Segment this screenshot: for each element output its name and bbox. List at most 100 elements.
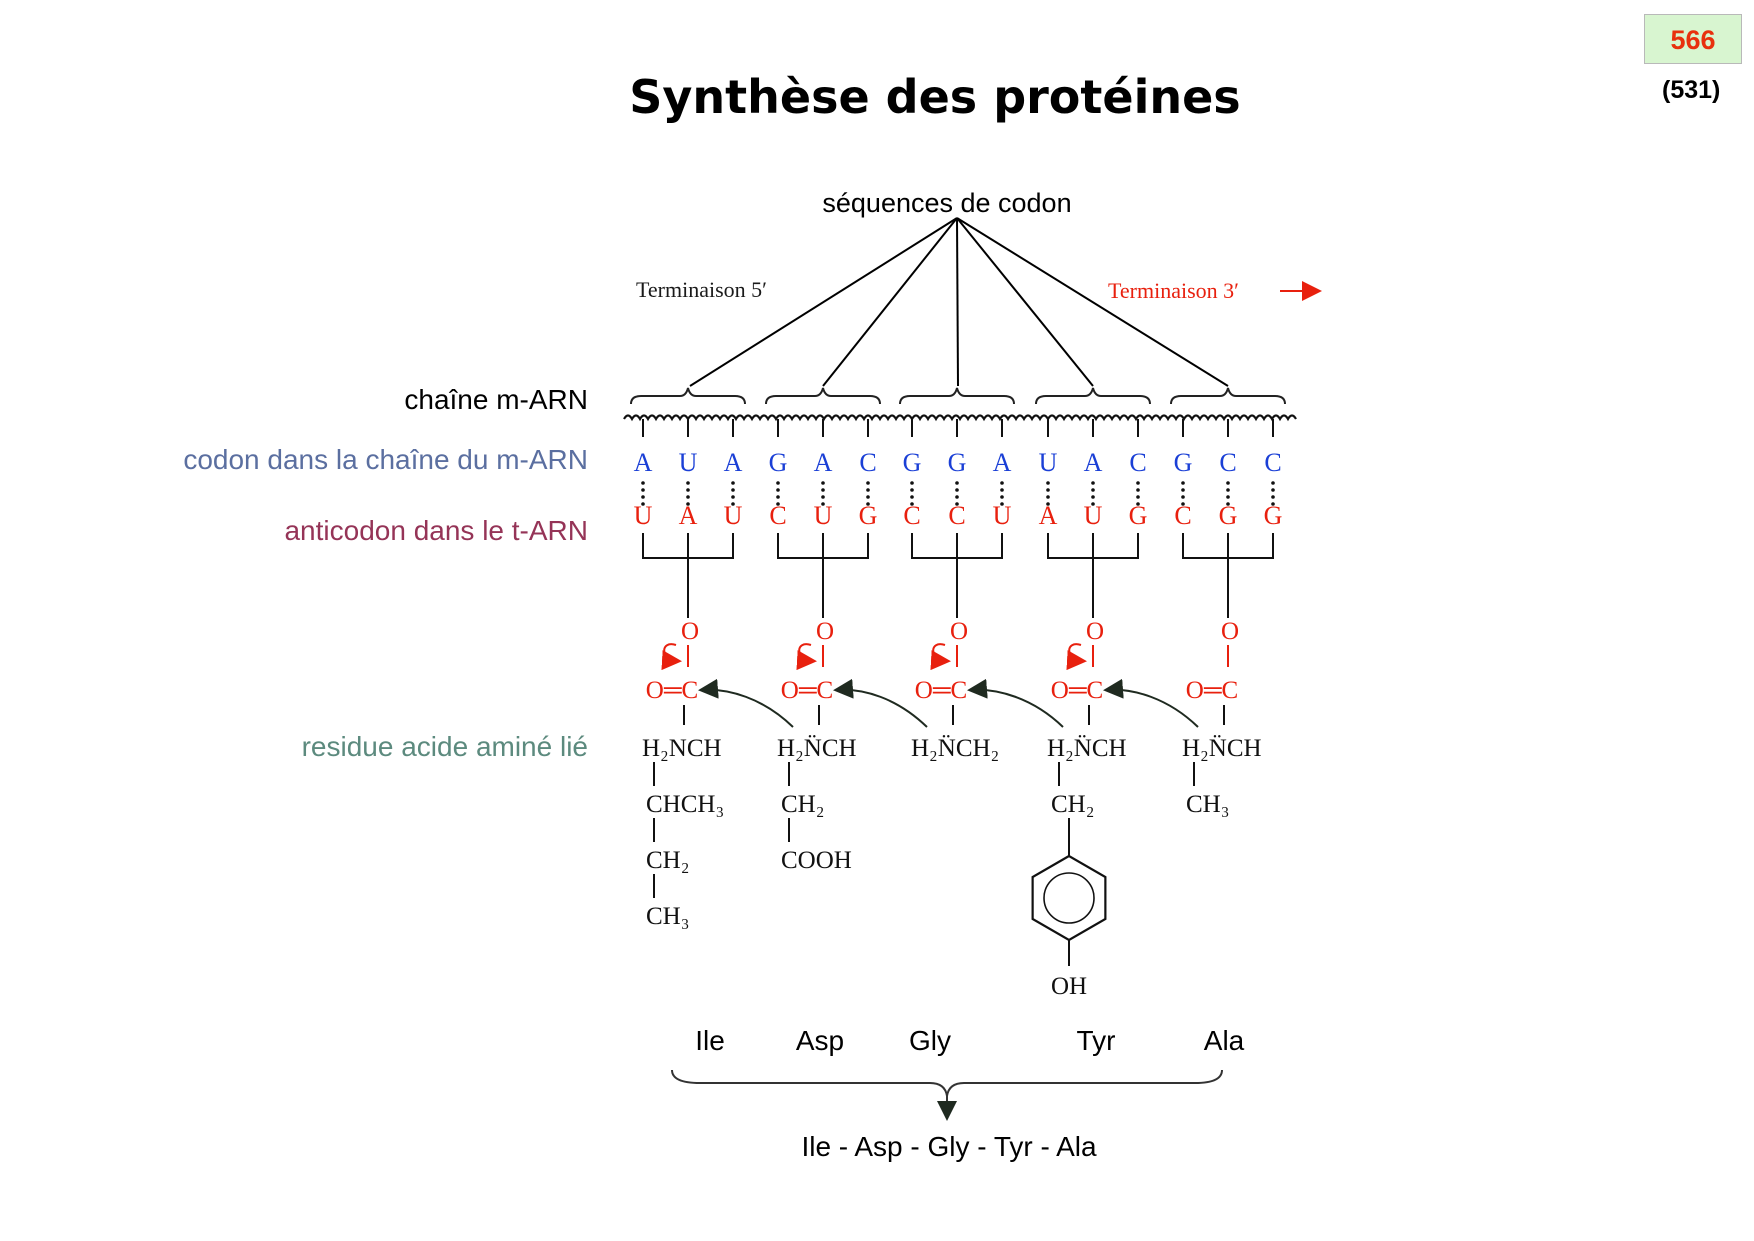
pairing-dot	[1091, 502, 1095, 506]
pairing-dot	[686, 495, 690, 499]
anticodon-base: U	[993, 501, 1012, 530]
codon-base: A	[724, 448, 743, 477]
codon-base: A	[814, 448, 833, 477]
pairing-dot	[731, 495, 735, 499]
pairing-dot	[1046, 488, 1050, 492]
amino-acid-name: Tyr	[1077, 1025, 1116, 1056]
amino-residue-label: residue acide aminé lié	[301, 731, 588, 762]
pairing-dot	[1226, 502, 1230, 506]
side-chain-group: COOH	[781, 847, 852, 874]
amino-acid-name: Ala	[1204, 1025, 1245, 1056]
curved-electron-arrow	[930, 643, 951, 671]
codon-base: G	[903, 448, 922, 477]
codon-base: C	[1264, 448, 1281, 477]
pairing-dot	[731, 488, 735, 492]
codon-base: A	[1084, 448, 1103, 477]
amine-group: H₂N̈CH	[1047, 734, 1127, 762]
pairing-dot	[910, 481, 914, 485]
codon-brace	[1035, 387, 1151, 405]
peptide-brace	[671, 1069, 1223, 1097]
pairing-dot	[776, 481, 780, 485]
codon-brace	[765, 387, 881, 405]
page-number-badge: 566	[1644, 14, 1742, 64]
peptide-bond-arrow	[833, 678, 928, 728]
pairing-dot	[1046, 495, 1050, 499]
pairing-dot	[1136, 502, 1140, 506]
curved-electron-arrow	[1066, 643, 1087, 671]
anticodon-base: A	[1039, 501, 1058, 530]
termination-5-label: Terminaison 5′	[636, 277, 767, 302]
mrna-backbone	[623, 414, 1297, 422]
amine-group: H₂N̈CH	[777, 734, 857, 762]
pairing-dot	[686, 502, 690, 506]
codon-base: C	[1129, 448, 1146, 477]
anticodon-base: C	[903, 501, 920, 530]
pairing-dot	[821, 495, 825, 499]
carbonyl-group: O═C	[781, 677, 833, 704]
pairing-dot	[1271, 502, 1275, 506]
anticodon-base: G	[1129, 501, 1148, 530]
side-chain-group: CHCH₃	[646, 791, 724, 818]
pairing-dot	[1271, 481, 1275, 485]
ester-oxygen: O	[950, 618, 968, 645]
pairing-dot	[686, 481, 690, 485]
amino-acid-name: Ile	[695, 1025, 725, 1056]
aromatic-circle	[1043, 872, 1095, 924]
pairing-dot	[955, 495, 959, 499]
carbonyl-group: O═C	[1186, 677, 1238, 704]
pairing-dot	[866, 502, 870, 506]
carbonyl-group: O═C	[1051, 677, 1103, 704]
codon-base: G	[769, 448, 788, 477]
pairing-dot	[821, 481, 825, 485]
pairing-dot	[1000, 481, 1004, 485]
pairing-dot	[821, 502, 825, 506]
pairing-dot	[1046, 502, 1050, 506]
amino-acid-name: Gly	[909, 1025, 951, 1056]
anticodon-base: C	[1174, 501, 1191, 530]
anticodon-base: U	[814, 501, 833, 530]
mrna-chain-label: chaîne m-ARN	[404, 384, 588, 415]
codon-base: U	[1039, 448, 1058, 477]
hydroxyl-group: OH	[1051, 973, 1087, 1000]
codon-base: A	[993, 448, 1012, 477]
pairing-dot	[1136, 481, 1140, 485]
pairing-dot	[686, 488, 690, 492]
ester-oxygen: O	[816, 618, 834, 645]
anticodon-base: U	[724, 501, 743, 530]
pairing-dot	[1181, 481, 1185, 485]
pairing-dot	[1091, 481, 1095, 485]
curved-electron-arrow	[796, 643, 817, 671]
side-chain-group: CH₃	[1186, 791, 1229, 818]
codon-base: G	[1174, 448, 1193, 477]
pairing-dot	[866, 495, 870, 499]
codon-base: C	[1219, 448, 1236, 477]
pairing-dot	[731, 481, 735, 485]
codon-base: C	[859, 448, 876, 477]
pairing-dot	[1136, 488, 1140, 492]
side-chain-group: CH₃	[646, 903, 689, 930]
pairing-dot	[1271, 488, 1275, 492]
codon-brace	[630, 387, 746, 405]
pairing-dot	[641, 502, 645, 506]
codon-label: codon dans la chaîne du m-ARN	[183, 444, 588, 475]
ester-oxygen: O	[681, 618, 699, 645]
pairing-dot	[1226, 495, 1230, 499]
pairing-dot	[821, 488, 825, 492]
termination-3-label: Terminaison 3′	[1108, 278, 1239, 303]
pairing-dot	[1000, 495, 1004, 499]
page-reference: (531)	[1662, 76, 1721, 104]
pairing-dot	[731, 502, 735, 506]
pairing-dot	[955, 481, 959, 485]
peptide-sequence: Ile - Asp - Gly - Tyr - Ala	[801, 1131, 1097, 1162]
amine-group: H₂NCH	[642, 735, 722, 762]
anticodon-base: G	[1264, 501, 1283, 530]
codon-brace	[899, 387, 1015, 405]
anticodon-base: U	[1084, 501, 1103, 530]
peptide-bond-arrow	[967, 678, 1064, 728]
anticodon-base: G	[1219, 501, 1238, 530]
codon-braces	[630, 387, 1286, 405]
pairing-dot	[1000, 502, 1004, 506]
codon-brace	[1170, 387, 1286, 405]
